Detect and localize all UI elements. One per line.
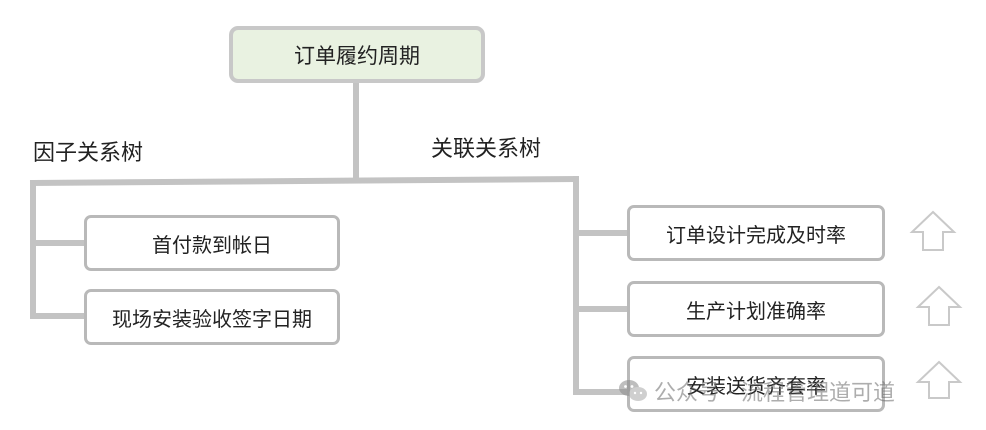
root-node-label: 订单履约周期 — [294, 43, 420, 68]
factor-node-2: 现场安装验收签字日期 — [84, 289, 340, 345]
watermark-text: 公众号 · 流程管理道可道 — [654, 381, 895, 406]
related-node-label: 生产计划准确率 — [686, 298, 826, 323]
factor-node-1: 首付款到帐日 — [84, 215, 340, 271]
factor-node-label: 现场安装验收签字日期 — [112, 306, 312, 331]
related-node-1: 订单设计完成及时率 — [627, 205, 885, 261]
wechat-icon — [619, 380, 647, 401]
factor-tree-title: 因子关系树 — [33, 141, 144, 166]
related-node-label: 安装送货齐套率 — [686, 373, 826, 398]
related-tree-title: 关联关系树 — [431, 137, 542, 162]
root-node: 订单履约周期 — [229, 26, 485, 83]
watermark: 公众号 · 流程管理道可道 — [618, 375, 895, 407]
related-node-3: 安装送货齐套率 — [627, 356, 885, 412]
arrow-up-outline-icon — [915, 285, 963, 326]
arrow-up-outline-icon — [915, 360, 963, 399]
related-node-label: 订单设计完成及时率 — [666, 222, 846, 247]
arrow-up-outline-icon — [909, 210, 957, 251]
factor-node-label: 首付款到帐日 — [152, 232, 272, 257]
related-node-2: 生产计划准确率 — [627, 281, 885, 337]
